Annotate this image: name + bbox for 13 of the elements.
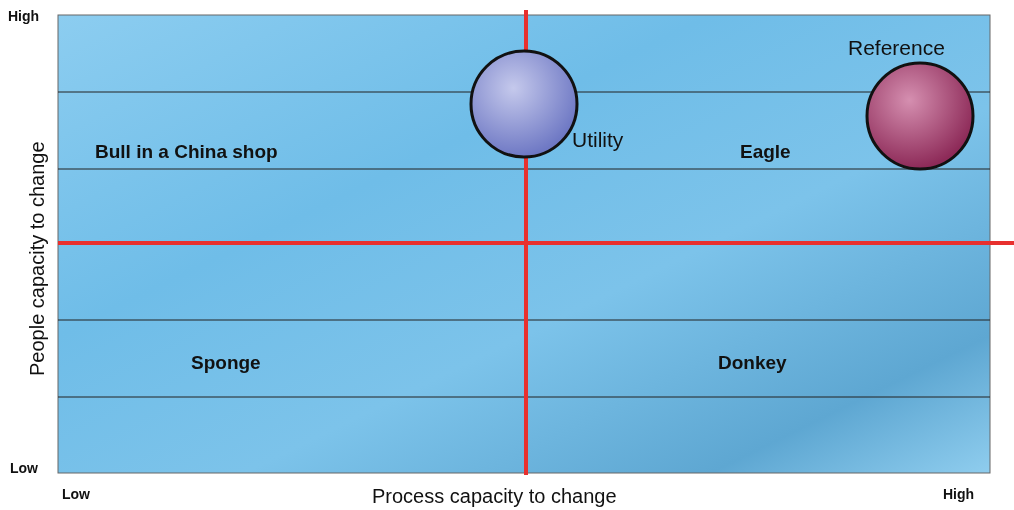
axis-tick-label: Low bbox=[10, 460, 38, 476]
axis-title: Process capacity to change bbox=[372, 485, 617, 508]
axis-tick-label: High bbox=[943, 486, 975, 502]
bubble-label: Reference bbox=[848, 36, 945, 60]
bubble bbox=[865, 61, 975, 171]
quadrant-label: Sponge bbox=[191, 352, 261, 374]
quadrant-label: Eagle bbox=[740, 141, 791, 163]
axis-tick-label: Low bbox=[62, 486, 90, 502]
quadrant-label: Bull in a China shop bbox=[95, 141, 278, 163]
axis-tick-label: High bbox=[8, 8, 40, 24]
bubble-label: Utility bbox=[572, 128, 624, 152]
quadrant-label: Donkey bbox=[718, 352, 787, 374]
axis-title: People capacity to change bbox=[26, 140, 49, 376]
